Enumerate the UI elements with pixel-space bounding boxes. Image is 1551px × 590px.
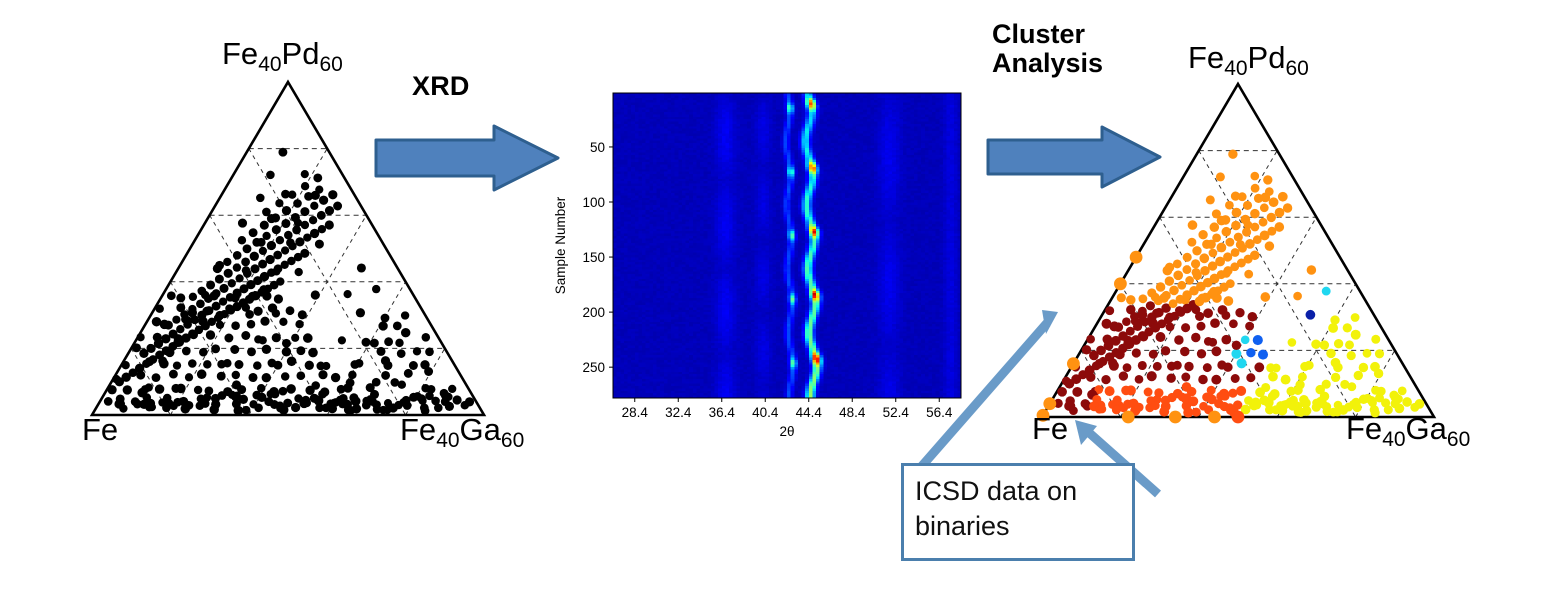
icsd-binary-point: [1114, 277, 1127, 291]
ternary-outline: [89, 79, 487, 417]
icsd-binary-point: [1036, 408, 1050, 422]
icsd-text-line2: binaries: [915, 511, 1010, 542]
cluster-arrow: [986, 125, 1162, 189]
icsd-annotation-text: ICSD data on binaries: [915, 474, 1130, 544]
sample-points: [103, 147, 475, 416]
left-ternary-left-label: Fe: [82, 412, 119, 447]
icsd-text-line1: ICSD data on: [915, 476, 1078, 506]
icsd-leader-lines: [910, 310, 1161, 498]
left-ternary-top-label: Fe40Pd60: [222, 36, 343, 77]
heatmap-border: [612, 92, 962, 399]
right-ternary-top-label: Fe40Pd60: [1188, 40, 1309, 81]
cluster-step-label: Cluster Analysis: [992, 19, 1104, 79]
icsd-binary-point: [1129, 250, 1143, 264]
right-ternary-left-label: Fe: [1032, 411, 1069, 446]
xrd-arrow: [374, 124, 560, 192]
right-ternary-right-label: Fe40Ga60: [1346, 411, 1471, 452]
composition-ternary-plot: [89, 79, 487, 417]
icsd-binary-point: [1121, 410, 1135, 424]
heatmap-xlabel: 2θ: [779, 424, 794, 439]
heatmap-pixels: [613, 93, 962, 399]
leader-arrow-left: [910, 310, 1058, 478]
left-ternary-right-label: Fe40Ga60: [400, 412, 525, 453]
cluster-points: [1036, 149, 1425, 424]
icsd-binary-point: [1043, 397, 1057, 411]
icsd-annotation-box: ICSD data on binaries: [901, 463, 1135, 561]
leader-arrow-bottom: [1075, 420, 1161, 498]
icsd-binary-point: [1168, 410, 1182, 424]
icsd-binary-point: [1208, 410, 1221, 424]
cluster-ternary-plot: [1036, 81, 1437, 424]
heatmap-ylabel: Sample Number: [553, 196, 568, 294]
xrd-step-label: XRD: [412, 71, 470, 101]
icsd-binary-point: [1067, 357, 1080, 371]
icsd-binary-point: [1231, 410, 1245, 424]
